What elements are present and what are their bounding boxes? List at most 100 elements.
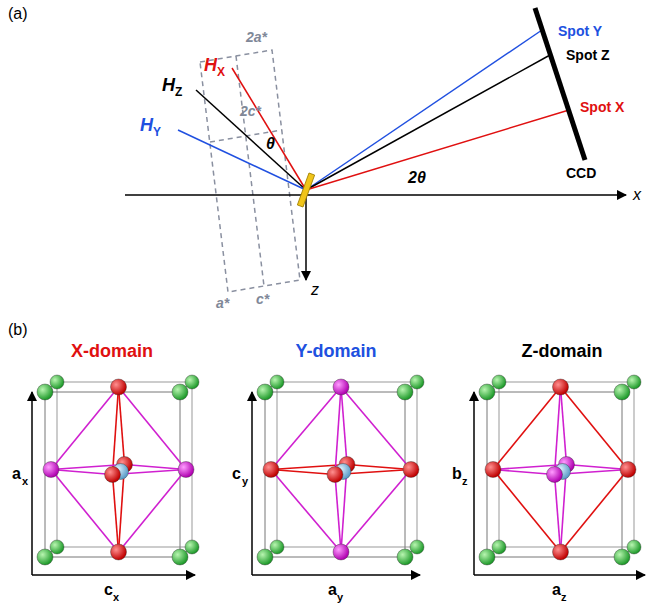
cell-edge — [499, 382, 634, 547]
octahedron-edge — [493, 470, 555, 475]
axis-subscript: x — [113, 592, 119, 603]
lattice-axis-label: b — [452, 466, 462, 482]
axis-label: x — [633, 187, 641, 203]
corner-atom — [492, 375, 506, 389]
octahedron-edge — [341, 387, 347, 465]
corner-atom — [257, 384, 273, 400]
octahedron-edge — [555, 475, 561, 553]
apical-oxygen — [333, 379, 349, 395]
corner-atom — [257, 549, 273, 565]
axis-subscript: x — [22, 476, 28, 487]
octahedron-edge — [51, 387, 119, 470]
reciprocal-label: 2c* — [240, 104, 261, 118]
domain-title: Y-domain — [295, 342, 376, 360]
corner-atom — [50, 375, 64, 389]
corner-atom — [627, 375, 641, 389]
cell-edge — [277, 382, 417, 547]
axis-subscript: y — [337, 592, 343, 603]
lattice-axis — [251, 392, 253, 575]
z-axis — [305, 195, 307, 280]
vector-label: H — [162, 76, 175, 94]
corner-atom — [172, 384, 188, 400]
octahedron-edge — [271, 470, 335, 475]
reciprocal-label: a* — [216, 296, 229, 310]
reciprocal-label: 2a* — [246, 30, 267, 44]
scattering-vector — [232, 68, 306, 190]
lattice-axis — [474, 574, 645, 576]
axis-subscript: y — [242, 476, 248, 487]
apical-oxygen — [43, 462, 59, 478]
lattice-axes — [474, 392, 645, 575]
corner-atom — [397, 384, 413, 400]
octahedron-edge — [347, 465, 411, 470]
diffracted-beam — [306, 30, 542, 190]
unit-cell — [479, 375, 641, 565]
lattice-axis — [32, 574, 195, 576]
equatorial-oxygen — [111, 379, 127, 395]
corner-atom — [614, 384, 630, 400]
corner-atom — [627, 540, 641, 554]
diffracted-beam — [306, 110, 569, 190]
corner-atom — [50, 540, 64, 554]
equatorial-oxygen — [327, 467, 343, 483]
angle-label: θ — [266, 136, 275, 152]
corner-atom — [37, 549, 53, 565]
lattice-axis — [473, 392, 475, 575]
octahedron-edge — [341, 387, 411, 470]
lattice-axes — [252, 392, 420, 575]
reciprocal-grid-line — [236, 56, 264, 286]
octahedron-edge — [113, 475, 119, 553]
octahedron-edge — [567, 465, 629, 470]
corner-atom — [479, 384, 495, 400]
corner-atom — [479, 549, 495, 565]
equatorial-oxygen — [403, 462, 419, 478]
cell-edge — [57, 382, 192, 547]
domain-title: X-domain — [71, 342, 153, 360]
panel-label: (b) — [8, 322, 28, 338]
octahedron-edge — [51, 470, 119, 553]
vector-subscript: Z — [175, 86, 182, 98]
domain-cells — [32, 375, 645, 575]
vector-label: H — [204, 56, 217, 74]
axis-subscript: z — [462, 476, 468, 487]
equatorial-oxygen — [111, 544, 127, 560]
corner-atom — [270, 540, 284, 554]
lattice-axis-label: c — [232, 466, 241, 482]
octahedron-edge — [271, 387, 341, 470]
spot-label: Spot Z — [566, 48, 610, 62]
corner-atom — [410, 540, 424, 554]
equatorial-oxygen — [105, 467, 121, 483]
reciprocal-label: c* — [256, 292, 269, 306]
corner-atom — [185, 375, 199, 389]
lattice-axis-label: a — [12, 466, 21, 482]
octahedron-edge — [271, 470, 341, 553]
spot-label: Spot X — [580, 100, 624, 114]
corner-atom — [397, 549, 413, 565]
vector-subscript: X — [217, 66, 225, 78]
lattice-axis-label: c — [104, 582, 113, 598]
corner-atom — [185, 540, 199, 554]
corner-atom — [410, 375, 424, 389]
axis-subscript: z — [561, 592, 567, 603]
lattice-axis — [31, 392, 33, 575]
equatorial-oxygen — [553, 379, 569, 395]
octahedron-edge — [561, 470, 629, 553]
equatorial-oxygen — [263, 462, 279, 478]
equatorial-oxygen — [553, 544, 569, 560]
cell-edge — [265, 392, 405, 557]
axis-label: z — [311, 282, 319, 298]
lattice-axis — [252, 574, 420, 576]
octahedron-edge — [341, 470, 411, 553]
spot-label: Spot Y — [558, 24, 602, 38]
cell-edge — [487, 392, 622, 557]
corner-atom — [492, 540, 506, 554]
scattering-geometry — [125, 8, 626, 292]
octahedron-edge — [561, 387, 567, 465]
corner-atom — [172, 549, 188, 565]
unit-cell — [257, 375, 424, 565]
equatorial-oxygen — [485, 462, 501, 478]
x-axis — [125, 194, 626, 196]
octahedron-edge — [125, 465, 187, 470]
octahedron-edge — [51, 470, 113, 475]
